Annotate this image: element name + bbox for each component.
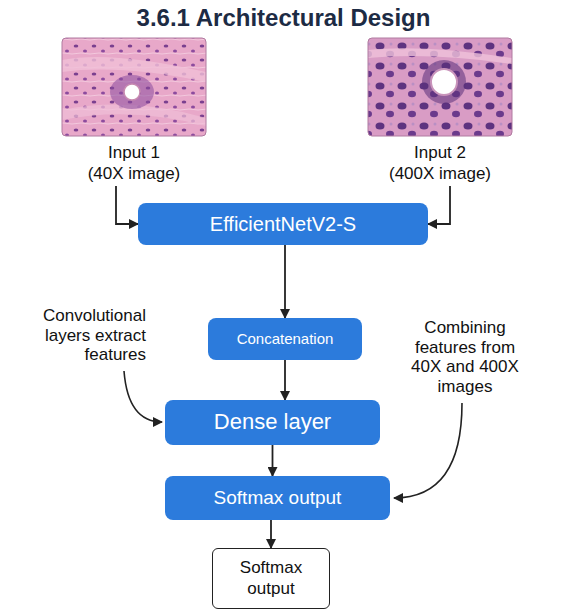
node-text: EfficientNetV2-S [210,212,356,236]
node-text: Concatenation [237,330,334,348]
callout-arrow [124,371,162,422]
callout-arrow [394,403,462,498]
flow-arrow [116,186,138,224]
node-text: Dense layer [214,409,331,435]
flow-arrow [272,445,274,476]
process-box: EfficientNetV2-S [138,203,428,245]
flow-arrow [284,245,286,318]
image-frame [62,38,206,136]
image-frame [368,38,512,136]
output-box: Softmax output [212,548,330,609]
node-text: Input 1 [108,143,160,163]
duct-lumen [124,84,140,100]
flow-arrow [270,520,272,548]
process-box: Dense layer [165,400,380,445]
cell-cluster [110,75,154,109]
flow-arrow [428,186,450,224]
annotation-note: Combining features from 40X and 400X ima… [398,318,532,396]
diagram-title: 3.6.1 Architectural Design [0,4,567,32]
node-text: (400X image) [389,164,491,184]
duct-lumen [431,69,457,95]
node-text: Softmax output [214,487,342,510]
node-text: (40X image) [88,164,181,184]
input-image-node: Input 1(40X image) [44,36,224,186]
tissue-texture [62,38,206,136]
process-box: Softmax output [165,476,390,520]
histology-image-40x [62,38,206,136]
node-text: Input 2 [414,143,466,163]
node-text: Softmax output [221,558,321,599]
tissue-texture [368,38,512,136]
cell-cluster [422,60,466,104]
annotation-note: Convolutional layers extract features [6,306,146,365]
input-image-node: Input 2(400X image) [350,36,530,186]
flow-arrow [284,360,286,400]
histology-image-400x [368,38,512,136]
process-box: Concatenation [208,318,362,360]
